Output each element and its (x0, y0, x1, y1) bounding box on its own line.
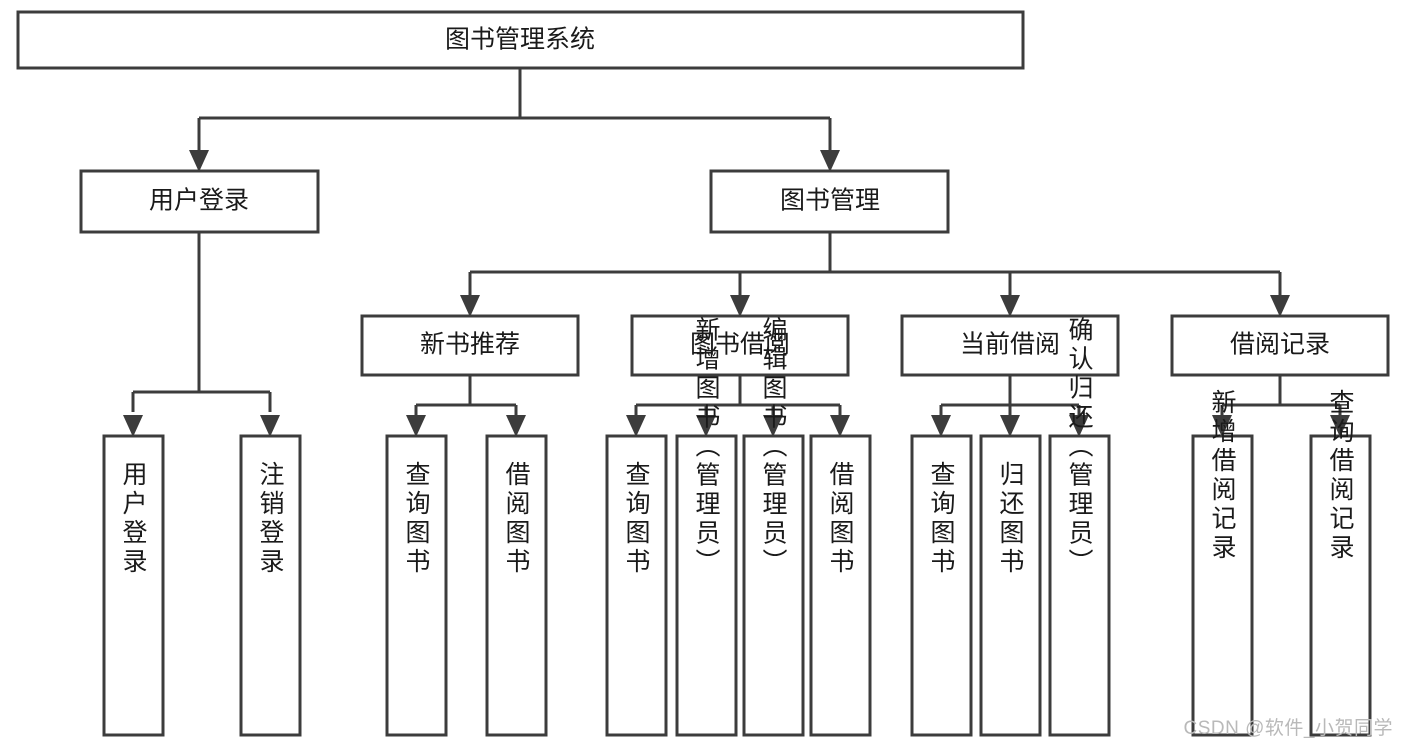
node-current-borrow-box[interactable] (900, 314, 1120, 377)
node-book-borrow-label: 图书借阅 (690, 331, 790, 359)
node-leaf-query-book-3-box[interactable] (910, 434, 973, 737)
connector-group-root (189, 68, 840, 172)
node-leaf-query-book-2-box[interactable] (605, 434, 668, 737)
node-leaf-query-book-1-box[interactable] (385, 434, 448, 737)
node-current-borrow-label: 当前借阅 (960, 331, 1060, 359)
node-leaf-edit-book[interactable]: 编辑图书（管理员） (742, 317, 805, 737)
node-leaf-add-record[interactable]: 新增借阅记录 (1191, 389, 1254, 737)
node-leaf-query-book-1[interactable]: 查询图书 (385, 434, 448, 737)
node-leaf-add-record-box[interactable] (1191, 434, 1254, 737)
node-leaf-confirm-return-label: 确认归还（管理员） (1065, 317, 1094, 578)
arrowhead-user-login (189, 150, 209, 172)
node-leaf-user-logout[interactable]: 注销登录 (239, 434, 302, 737)
arrowhead-borrow-record (1270, 295, 1290, 317)
arrowhead-leaf-return-book (1000, 415, 1020, 437)
arrowhead-book-borrow (730, 295, 750, 317)
node-leaf-query-book-2-label: 查询图书 (622, 461, 651, 577)
arrowhead-leaf-borrow-book-2 (830, 415, 850, 437)
node-new-book-rec[interactable]: 新书推荐 (360, 314, 580, 377)
arrowhead-current-borrow (1000, 295, 1020, 317)
node-book-borrow[interactable]: 图书借阅 (630, 314, 850, 377)
node-leaf-add-record-label: 新增借阅记录 (1208, 389, 1237, 563)
node-user-login-label: 用户登录 (149, 187, 249, 215)
node-leaf-edit-book-label: 编辑图书（管理员） (759, 317, 788, 578)
arrowhead-leaf-borrow-book-1 (506, 415, 526, 437)
node-user-login-box[interactable] (79, 169, 320, 234)
node-new-book-rec-box[interactable] (360, 314, 580, 377)
arrowhead-new-book-rec (460, 295, 480, 317)
connector-group-current-borrow (931, 375, 1089, 437)
node-current-borrow[interactable]: 当前借阅 (900, 314, 1120, 377)
node-leaf-borrow-book-2-box[interactable] (809, 434, 872, 737)
node-leaf-edit-book-box[interactable] (742, 434, 805, 737)
node-leaf-return-book-box[interactable] (979, 434, 1042, 737)
node-leaf-query-book-3-label: 查询图书 (927, 461, 956, 577)
node-leaf-add-book[interactable]: 新增图书（管理员） (675, 317, 738, 737)
node-user-login[interactable]: 用户登录 (79, 169, 320, 234)
node-leaf-query-book-2[interactable]: 查询图书 (605, 434, 668, 737)
node-leaf-query-book-1-label: 查询图书 (402, 461, 431, 577)
node-book-manage-label: 图书管理 (780, 187, 880, 215)
node-leaf-borrow-book-1-box[interactable] (485, 434, 548, 737)
node-leaf-add-book-label: 新增图书（管理员） (692, 317, 721, 578)
node-leaf-confirm-return-box[interactable] (1048, 434, 1111, 737)
node-root-label: 图书管理系统 (445, 26, 595, 54)
node-leaf-add-book-box[interactable] (675, 434, 738, 737)
node-leaf-return-book[interactable]: 归还图书 (979, 434, 1042, 737)
node-root-box[interactable] (16, 10, 1025, 70)
arrowhead-leaf-query-book-3 (931, 415, 951, 437)
node-leaf-user-logout-label: 注销登录 (256, 461, 285, 577)
node-new-book-rec-label: 新书推荐 (420, 331, 520, 359)
node-leaf-query-book-3[interactable]: 查询图书 (910, 434, 973, 737)
connector-group-borrow-record (1212, 375, 1350, 437)
connector-group-book-manage (460, 232, 1290, 317)
connector-group-user-login (123, 232, 280, 437)
node-leaf-query-record-label: 查询借阅记录 (1326, 389, 1355, 563)
node-leaf-query-record[interactable]: 查询借阅记录 (1309, 389, 1372, 737)
node-book-manage[interactable]: 图书管理 (709, 169, 950, 234)
node-leaf-user-login-label: 用户登录 (119, 461, 148, 577)
node-borrow-record-label: 借阅记录 (1230, 331, 1330, 359)
node-leaf-borrow-book-2[interactable]: 借阅图书 (809, 434, 872, 737)
node-leaf-return-book-label: 归还图书 (996, 461, 1025, 577)
connector-group-new-book-rec (406, 375, 526, 437)
node-leaf-borrow-book-2-label: 借阅图书 (826, 461, 855, 577)
node-leaf-user-logout-box[interactable] (239, 434, 302, 737)
node-book-borrow-box[interactable] (630, 314, 850, 377)
node-leaf-borrow-book-1-label: 借阅图书 (502, 461, 531, 577)
arrowhead-book-manage (820, 150, 840, 172)
node-leaf-confirm-return[interactable]: 确认归还（管理员） (1048, 317, 1111, 737)
node-book-manage-box[interactable] (709, 169, 950, 234)
node-root[interactable]: 图书管理系统 (16, 10, 1025, 70)
arrowhead-leaf-user-logout (260, 415, 280, 437)
node-leaf-user-login-box[interactable] (102, 434, 165, 737)
arrowhead-leaf-user-login (123, 415, 143, 437)
arrowhead-leaf-query-book-2 (626, 415, 646, 437)
node-leaf-user-login[interactable]: 用户登录 (102, 434, 165, 737)
node-borrow-record-box[interactable] (1170, 314, 1390, 377)
node-leaf-borrow-book-1[interactable]: 借阅图书 (485, 434, 548, 737)
node-borrow-record[interactable]: 借阅记录 (1170, 314, 1390, 377)
arrowhead-leaf-query-book-1 (406, 415, 426, 437)
node-leaf-query-record-box[interactable] (1309, 434, 1372, 737)
connector-group-book-borrow (626, 375, 850, 437)
